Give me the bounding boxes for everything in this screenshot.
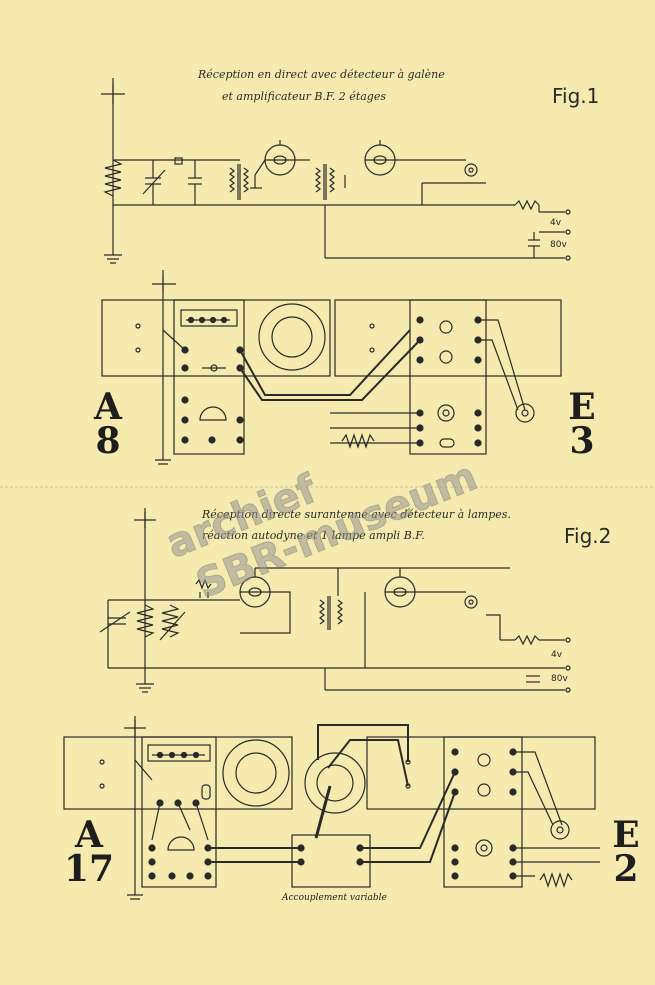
fig1-battery-80v: 80v [550, 240, 567, 250]
fig2-right-code-number: 2 [613, 848, 639, 890]
fig1-caption-line2: et amplificateur B.F. 2 étages [222, 90, 386, 103]
fig1-panel [101, 270, 562, 465]
fig1-right-code-letter: E [568, 386, 596, 428]
fig2-right-code-letter: E [612, 814, 640, 856]
fig1-right-code-number: 3 [569, 420, 595, 462]
fig2-right-code: E 2 [606, 814, 646, 890]
fig1-battery-4v: 4v [550, 218, 562, 228]
fig1-label: Fig.1 [552, 84, 600, 108]
fig1-left-code-letter: A [94, 386, 122, 428]
fig1-left-code-number: 8 [95, 420, 121, 462]
fig2-caption-line1: Réception directe surantenne avec détect… [202, 508, 511, 521]
fig2-label: Fig.2 [564, 524, 612, 548]
fig1-schematic [101, 78, 571, 264]
fig1-right-code: E 3 [562, 386, 602, 462]
fig2-panel [63, 716, 600, 900]
fig1-left-code: A 8 [88, 386, 128, 462]
fig2-battery-4v: 4v [551, 650, 563, 660]
fig2-caption-line2: réaction autodyne et 1 lampe ampli B.F. [202, 529, 425, 542]
fig2-battery-80v: 80v [551, 674, 568, 684]
fig2-coupling-label: Accouplement variable [282, 893, 387, 903]
fig2-left-code-number: 17 [64, 848, 115, 890]
fig2-schematic [99, 508, 571, 693]
fig2-left-code-letter: A [75, 814, 103, 856]
fig2-left-code: A 17 [64, 814, 115, 890]
fig1-caption-line1: Réception en direct avec détecteur à gal… [198, 68, 445, 81]
